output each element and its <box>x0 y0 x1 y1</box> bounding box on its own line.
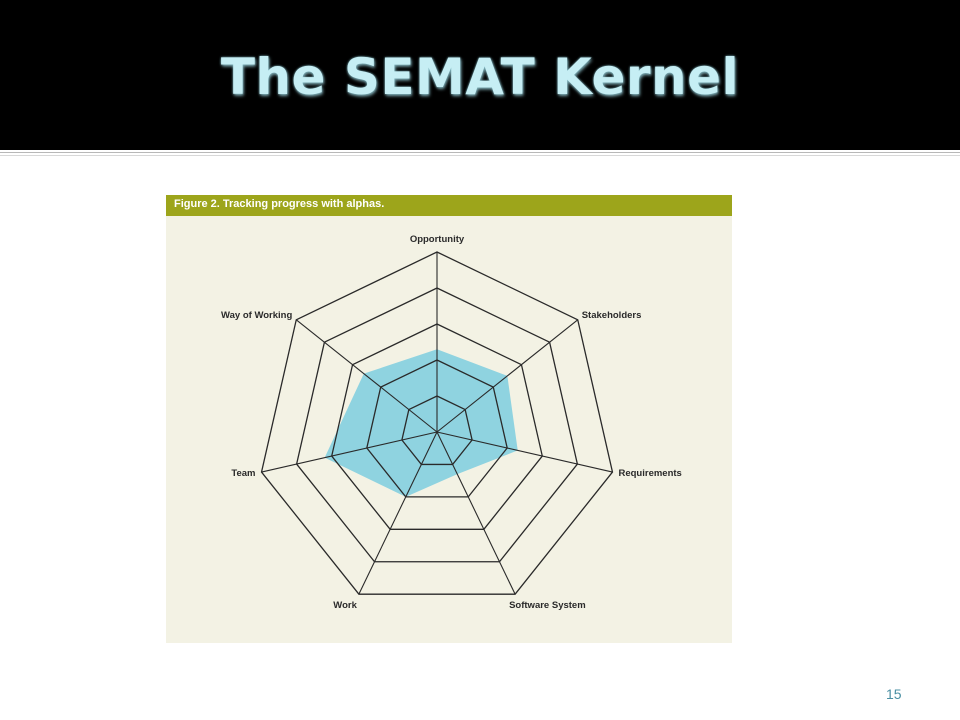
radar-ring-4 <box>295 287 579 563</box>
radar-spoke <box>436 431 516 595</box>
progress-area <box>324 349 518 497</box>
radar-spoke <box>261 431 438 473</box>
figure-panel: Figure 2. Tracking progress with alphas.… <box>166 195 732 643</box>
axis-label-requirements: Requirements <box>618 468 681 479</box>
axis-label-team: Team <box>231 468 255 479</box>
radar-diagram: OpportunityStakeholdersRequirementsSoftw… <box>221 234 682 611</box>
axis-label-opportunity: Opportunity <box>410 234 465 245</box>
page-number: 15 <box>886 686 902 702</box>
figure-header: Figure 2. Tracking progress with alphas. <box>166 195 732 216</box>
divider-line <box>0 155 960 156</box>
radar-spokes <box>261 252 613 595</box>
slide-title: The SEMAT Kernel <box>220 48 740 106</box>
radar-spoke <box>436 431 613 473</box>
divider-line <box>0 152 960 153</box>
radar-spoke <box>295 319 438 433</box>
radar-ring-5 <box>260 251 614 595</box>
radar-rings <box>260 251 614 595</box>
radar-ring-3 <box>331 323 543 530</box>
axis-label-way-of-working: Way of Working <box>221 310 292 321</box>
radar-ring-2 <box>366 359 508 498</box>
title-bar <box>0 0 960 150</box>
axis-label-work: Work <box>333 600 357 611</box>
axis-labels: OpportunityStakeholdersRequirementsSoftw… <box>221 234 682 611</box>
radar-spoke <box>436 319 579 433</box>
radar-ring-1 <box>401 395 473 466</box>
radar-spoke <box>358 431 438 595</box>
axis-label-software-system: Software System <box>509 600 586 611</box>
axis-label-stakeholders: Stakeholders <box>582 310 642 321</box>
figure-caption: Figure 2. Tracking progress with alphas. <box>174 198 385 210</box>
